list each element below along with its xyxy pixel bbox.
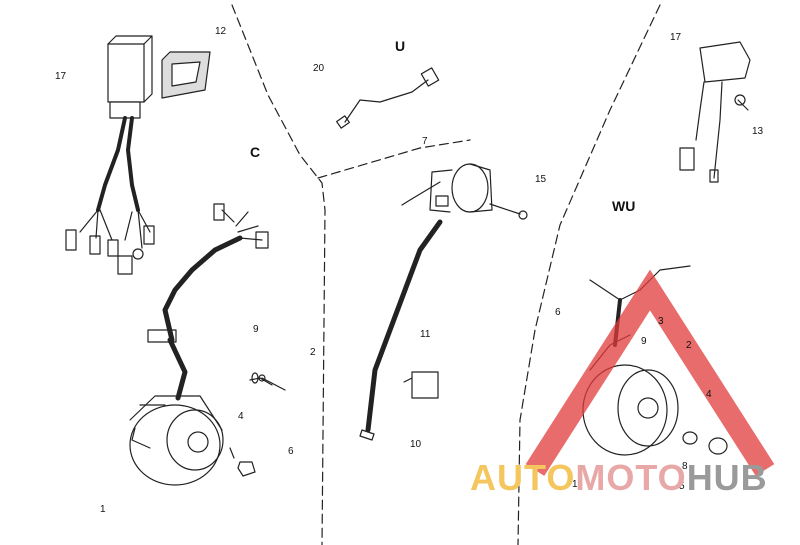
u-lead-10 [365,219,443,433]
c-screw-2 [258,374,286,391]
c-generator-1 [129,377,273,486]
callout-wu-13: 13 [752,126,764,137]
divider-u-top [317,139,471,179]
watermark-text-moto: MOTO [575,457,687,498]
callout-wu-8: 8 [682,461,688,472]
divider-c-u [231,4,326,545]
watermark-text-hub: HUB [686,457,768,498]
callout-c-1: 1 [100,504,106,515]
watermark-triangle [525,269,775,476]
section-label-wu: WU [612,198,636,214]
callout-c-9: 9 [253,324,259,335]
watermark-logo: AUTOMOTOHUB [470,458,768,498]
callout-u-10: 10 [410,439,422,450]
divider-u-wu [517,4,661,545]
c-regulator-17 [65,35,155,275]
wu-regulator-17 [679,41,751,183]
callout-u-15: 15 [535,174,547,185]
section-label-c: C [250,144,261,160]
callout-wu-6: 6 [555,307,561,318]
callout-c-12: 12 [215,26,227,37]
wu-nut-5 [708,437,728,455]
callout-wu-2: 2 [686,340,692,351]
u-coil-7 [401,163,493,213]
callout-c-2: 2 [310,347,316,358]
c-washer-9 [251,372,259,384]
callout-wu-17: 17 [670,32,682,43]
u-bolt-15 [489,203,528,220]
callout-c-4: 4 [238,411,244,422]
c-nut-6 [237,461,256,477]
wu-washer-8 [682,431,698,445]
callout-wu-1: 1 [572,479,578,490]
callout-u-11: 11 [420,329,431,340]
c-cover-12 [161,51,211,99]
c-key-4 [229,447,235,459]
callout-u-7: 7 [422,136,428,147]
u-cable-20 [344,79,429,123]
watermark-text-auto: AUTO [470,457,576,498]
callout-c-17: 17 [55,71,67,82]
callout-wu-4: 4 [706,389,712,400]
callout-wu-5: 5 [679,481,685,492]
callout-c-6: 6 [288,446,294,457]
callout-wu-9: 9 [641,336,647,347]
callout-u-20: 20 [313,63,325,74]
callout-wu-3: 3 [658,316,664,327]
u-plug-11 [403,371,439,399]
section-label-u: U [395,38,406,54]
c-harness [162,235,243,343]
